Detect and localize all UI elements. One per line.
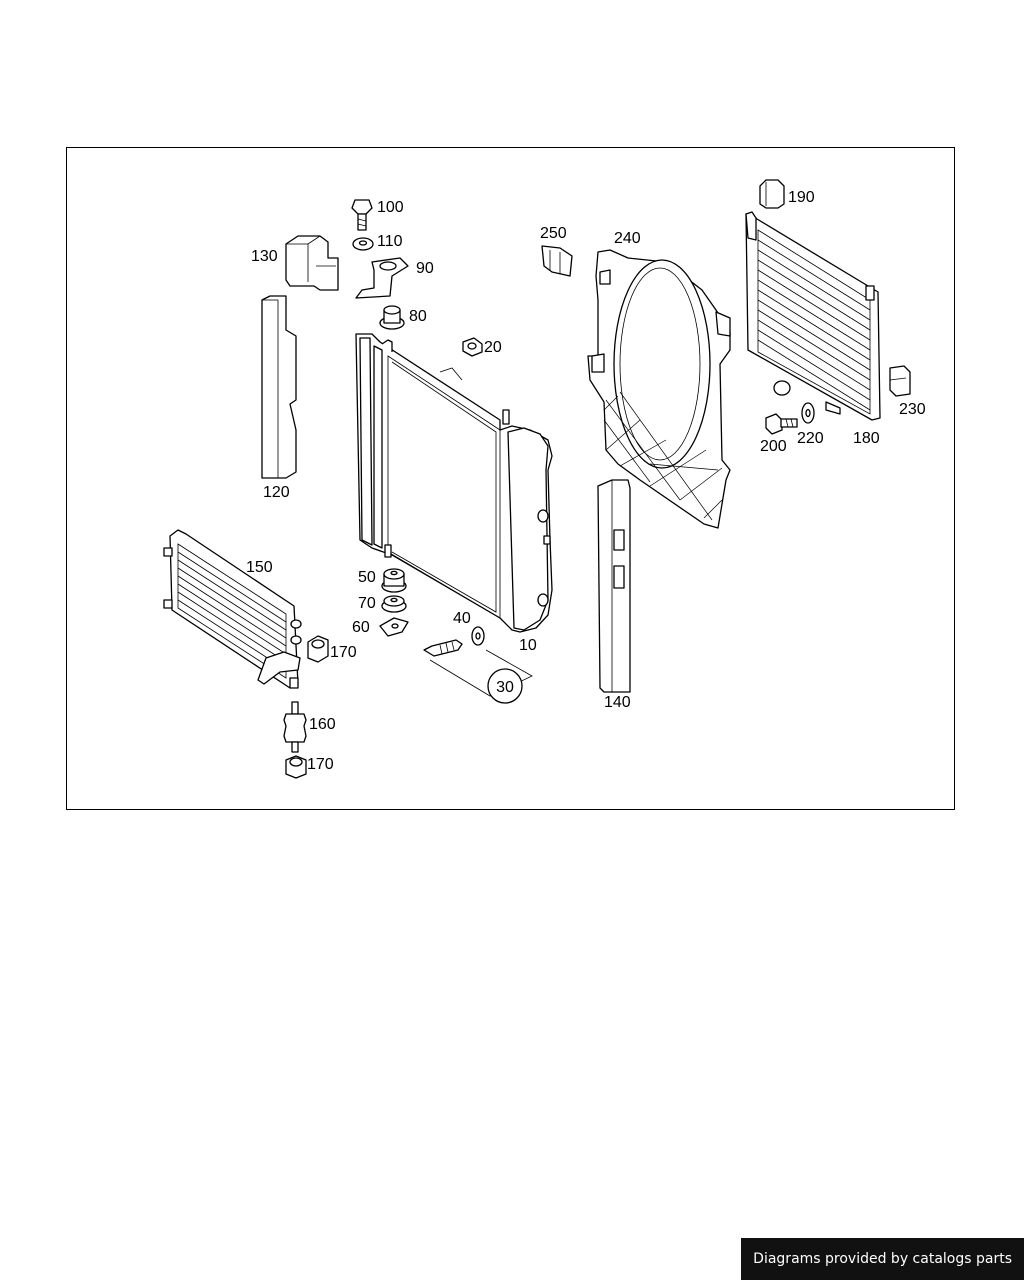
part-170-nut-upper — [307, 635, 329, 663]
part-160-rubber-mount — [283, 701, 307, 753]
part-120-foam-strip — [261, 295, 297, 479]
callout-60: 60 — [352, 619, 370, 636]
callout-240: 240 — [614, 230, 641, 247]
callout-170-upper: 170 — [330, 644, 357, 661]
callout-230: 230 — [899, 401, 926, 418]
part-50-grommet — [381, 568, 407, 593]
part-70-grommet — [381, 595, 407, 613]
part-40-washer — [471, 626, 485, 646]
exploded-parts-diagram: 100 110 90 80 130 120 20 250 240 190 230… — [163, 179, 926, 779]
callout-80: 80 — [409, 308, 427, 325]
callout-140: 140 — [604, 694, 631, 711]
callout-220: 220 — [797, 430, 824, 447]
callout-200: 200 — [760, 438, 787, 455]
part-190-clip — [759, 179, 785, 209]
callout-190: 190 — [788, 189, 815, 206]
part-170-nut-lower — [285, 755, 307, 779]
callout-160: 160 — [309, 716, 336, 733]
part-100-bolt — [351, 199, 373, 231]
callout-120: 120 — [263, 484, 290, 501]
callout-50: 50 — [358, 569, 376, 586]
callout-130: 130 — [251, 248, 278, 265]
callout-100: 100 — [377, 199, 404, 216]
callout-90: 90 — [416, 260, 434, 277]
part-200-bolt — [765, 413, 798, 435]
part-20-nut — [462, 337, 483, 357]
callout-30: 30 — [496, 679, 514, 696]
callout-40: 40 — [453, 610, 471, 627]
part-250-clip — [541, 245, 573, 277]
part-30-drain-plug — [423, 639, 533, 704]
callout-20: 20 — [484, 339, 502, 356]
part-150-ac-condenser — [163, 529, 302, 689]
part-110-washer — [352, 237, 374, 251]
part-60-bracket — [379, 617, 409, 637]
callout-150: 150 — [246, 559, 273, 576]
fan-shroud-mesh — [603, 391, 723, 521]
callout-110: 110 — [377, 233, 403, 250]
callout-70: 70 — [358, 595, 376, 612]
part-240-fan-shroud — [587, 249, 731, 529]
part-80-rubber-mount — [379, 305, 405, 330]
part-220-washer — [801, 402, 815, 424]
part-130-foam-block — [285, 235, 339, 291]
part-180-condenser — [745, 211, 881, 421]
part-10-radiator — [355, 333, 553, 633]
callout-170-lower: 170 — [307, 756, 334, 773]
part-230-clip — [889, 365, 911, 397]
part-90-bracket — [355, 257, 409, 299]
callout-250: 250 — [540, 225, 567, 242]
parts-diagram-frame — [66, 147, 955, 810]
diagram-credit-badge: Diagrams provided by catalogs parts — [741, 1238, 1024, 1280]
condenser-fins — [757, 239, 871, 411]
part-140-air-guide — [597, 479, 631, 693]
callout-180: 180 — [853, 430, 880, 447]
callout-10: 10 — [519, 637, 537, 654]
